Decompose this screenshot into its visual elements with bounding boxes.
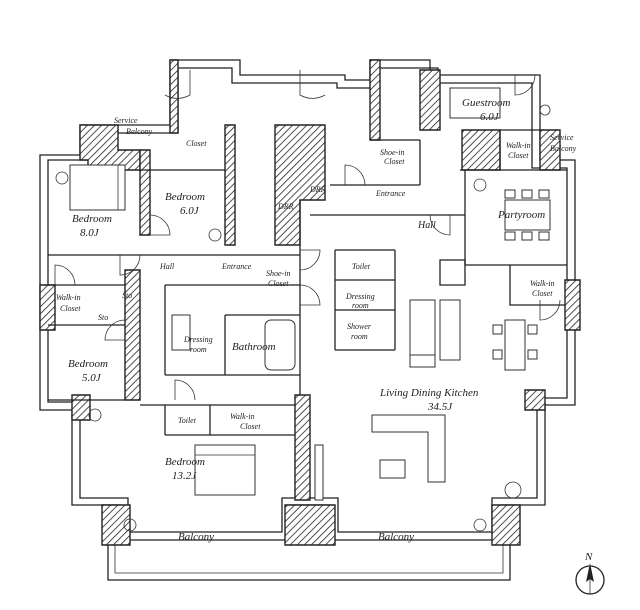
plant-icon bbox=[88, 408, 102, 422]
bedroom-6-size: 6.0J bbox=[180, 205, 200, 217]
plant-icon bbox=[473, 178, 487, 192]
vanity bbox=[171, 314, 191, 351]
entrance-left-label: Entrance bbox=[221, 262, 252, 271]
walkin-closet-bottom-label-1: Walk-in bbox=[230, 412, 255, 421]
coffee-table bbox=[379, 459, 406, 479]
bathroom-label: Bathroom bbox=[232, 341, 276, 353]
drr-1-label: DRR bbox=[277, 202, 294, 211]
furniture bbox=[69, 87, 551, 501]
entrance-top-label: Entrance bbox=[375, 189, 406, 198]
dressing-room-left-label-2: room bbox=[190, 345, 207, 354]
walkin-closet-left-label-1: Walk-in bbox=[56, 293, 81, 302]
hall-right-label: Hall bbox=[417, 220, 436, 231]
bedroom-8-label: Bedroom bbox=[72, 213, 112, 225]
shoe-closet-top-label-2: Closet bbox=[384, 157, 405, 166]
sto-2-label: Sto bbox=[98, 313, 108, 322]
guestroom-size: 6.0J bbox=[480, 111, 500, 123]
kitchen-island bbox=[409, 299, 436, 361]
plant-icon bbox=[473, 518, 487, 532]
bedroom-6-label: Bedroom bbox=[165, 191, 205, 203]
dressing-room-mid-label-2: room bbox=[352, 301, 369, 310]
ldk-size: 34.5J bbox=[427, 401, 453, 413]
walkin-closet-right-label-2: Closet bbox=[532, 289, 553, 298]
dining-table bbox=[504, 319, 526, 371]
service-balcony-left-label-2: Balcony bbox=[126, 127, 153, 136]
closet-top-label: Closet bbox=[186, 139, 207, 148]
shower-room-label-1: Shower bbox=[347, 322, 372, 331]
toilet-mid-label: Toilet bbox=[352, 262, 371, 271]
bedroom-5-size: 5.0J bbox=[82, 372, 102, 384]
guestroom-label: Guestroom bbox=[462, 97, 511, 109]
shoe-closet-left-label-2: Closet bbox=[268, 279, 289, 288]
guest-bed bbox=[449, 87, 501, 119]
dressing-room-mid-label-1: Dressing bbox=[345, 292, 375, 301]
walkin-closet-right-top-label-2: Closet bbox=[508, 151, 529, 160]
shoe-closet-left-label-1: Shoe-in bbox=[266, 269, 290, 278]
master-bed bbox=[194, 444, 256, 496]
north-label: N bbox=[584, 551, 593, 563]
hall-left-label: Hall bbox=[159, 262, 175, 271]
shower-room-label-2: room bbox=[351, 332, 368, 341]
bedroom-13-size: 13.2J bbox=[172, 470, 197, 482]
ldk-label: Living Dining Kitchen bbox=[379, 387, 479, 399]
partyroom-label: Partyroom bbox=[497, 209, 545, 221]
north-arrow-icon bbox=[586, 563, 594, 582]
plant-icons bbox=[55, 104, 551, 532]
party-table bbox=[504, 199, 551, 231]
bathtub bbox=[264, 319, 296, 371]
structural-columns bbox=[39, 59, 581, 546]
plant-icon bbox=[55, 171, 69, 185]
bedroom-5-label: Bedroom bbox=[68, 358, 108, 370]
room-labels: Service Balcony Closet Bedroom 6.0J Bedr… bbox=[56, 97, 577, 543]
sofa bbox=[371, 414, 446, 483]
balcony-left-label: Balcony bbox=[178, 531, 214, 543]
walkin-closet-right-label-1: Walk-in bbox=[530, 279, 555, 288]
north-arrow: N bbox=[575, 551, 605, 595]
service-balcony-right-label-1: Service bbox=[550, 133, 574, 142]
service-balcony-left-label-1: Service bbox=[114, 116, 138, 125]
plant-icon bbox=[539, 104, 551, 116]
drr-2-label: DRR bbox=[309, 185, 326, 194]
walkin-closet-left-label-2: Closet bbox=[60, 304, 81, 313]
toilet-bottom-label: Toilet bbox=[178, 416, 197, 425]
dressing-room-left-label-1: Dressing bbox=[183, 335, 213, 344]
bedroom-13-label: Bedroom bbox=[165, 456, 205, 468]
shoe-closet-top-label-1: Shoe-in bbox=[380, 148, 404, 157]
sto-1-label: Sto bbox=[122, 291, 132, 300]
service-balcony-right-label-2: Balcony bbox=[550, 144, 577, 153]
plant-icon bbox=[208, 228, 222, 242]
balcony-right-label: Balcony bbox=[378, 531, 414, 543]
interior-walls bbox=[48, 129, 567, 436]
plant-icon bbox=[504, 481, 522, 499]
bed bbox=[69, 164, 126, 211]
walkin-closet-right-top-label-1: Walk-in bbox=[506, 141, 531, 150]
walkin-closet-bottom-label-2: Closet bbox=[240, 422, 261, 431]
door-swings bbox=[54, 70, 561, 401]
bedroom-8-size: 8.0J bbox=[80, 227, 100, 239]
plant-icon bbox=[123, 518, 137, 532]
